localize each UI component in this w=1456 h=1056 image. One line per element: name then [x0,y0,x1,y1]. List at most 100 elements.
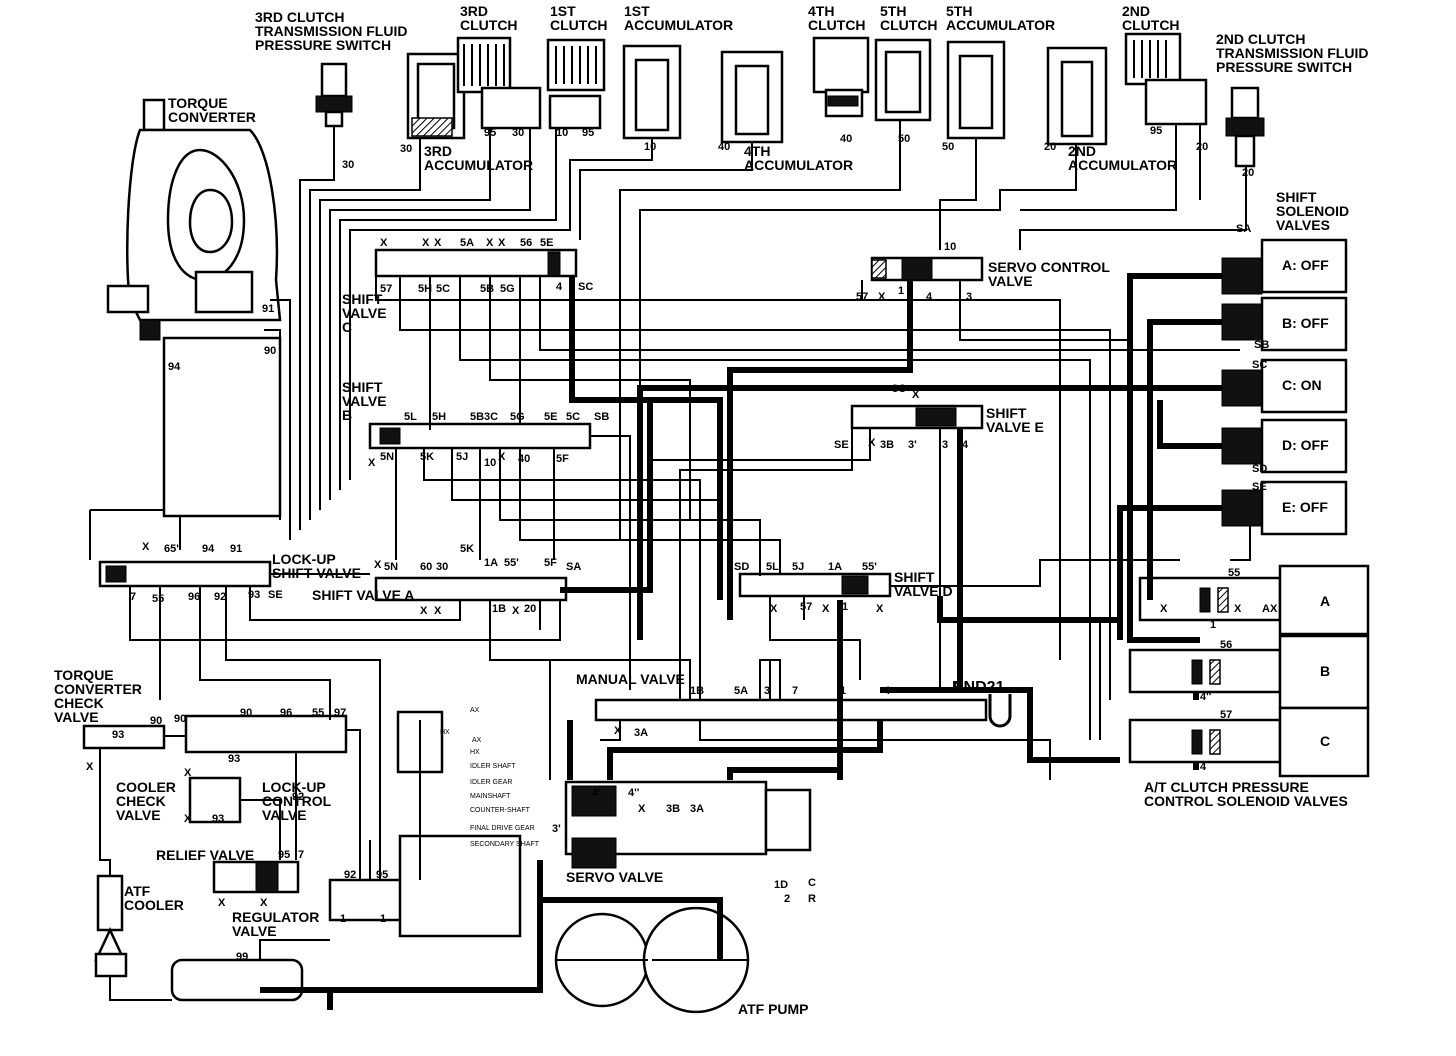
third-clutch-pressure-switch [315,62,353,128]
port-label-shift-valve-b-bot-4: 10 [484,457,496,469]
port-label-servo-control-5: 3 [966,291,972,303]
port-label-manual-1: 5A [734,685,748,697]
port-label-clutch-row-12: 20 [1196,141,1208,153]
shift-valve-d-spool [841,575,869,595]
port-label-lockup-5: 55 [152,593,164,605]
third-clutch [406,36,512,140]
label-second-clutch-switch-3: PRESSURE SWITCH [1216,59,1352,75]
fourth-accumulator [720,50,784,144]
port-label-shift-valve-c-mid-2: 5C [436,283,450,295]
port-label-shift-valve-a-8: SA [566,561,581,573]
svg-text:IDLER SHAFT: IDLER SHAFT [470,763,516,770]
pc-solenoid-c[interactable] [1128,706,1370,778]
pc-solenoid-a-name: A [1320,593,1330,609]
label-pc-solenoids-1: A/T CLUTCH PRESSURE [1144,779,1309,795]
port-label-manual-7: X [614,725,622,737]
port-label-converter-1: 90 [264,345,276,357]
label-pc-solenoids-2: CONTROL SOLENOID VALVES [1144,793,1348,809]
port-label-lower-3: X [86,761,94,773]
shift-valve-c-spring [547,251,561,277]
shift-solenoid-b[interactable] [1221,296,1348,352]
port-label-shift-valve-e-4: 3B [880,439,894,451]
label-shift-valve-c-1: SHIFT [342,291,383,307]
svg-text:AX: AX [472,737,482,744]
shift-solenoid-d[interactable] [1221,418,1348,474]
pc-solenoid-c-name: C [1320,733,1330,749]
port-label-clutch-row-11: 95 [1150,125,1162,137]
solenoid-a-port: SA [1236,223,1251,235]
label-shift-valve-d-1: SHIFT [894,569,935,585]
label-servo-control-2: VALVE [988,273,1033,289]
port-label-shift-valve-e-1: X [912,389,920,401]
port-label-shift-valve-a-7: 5F [544,557,557,569]
port-label-shift-valve-d-2: 5J [792,561,804,573]
port-label-lower-5: 96 [280,707,292,719]
port-label-shift-valve-b-top-5: 5E [544,411,557,423]
shift-valve-c-body [374,248,578,278]
pc-solenoid-b-name: B [1320,663,1330,679]
label-cooler-check-1: COOLER [116,779,176,795]
solenoid-a-state: A: OFF [1282,257,1329,273]
label-shift-valve-c-3: C [342,319,352,335]
port-label-shift-valve-b-bot-2: 5K [420,451,434,463]
port-label-shift-valve-b-top-6: 5C [566,411,580,423]
label-lockup-shift-2: SHIFT VALVE [272,565,361,581]
label-shift-solenoid-3: VALVES [1276,217,1330,233]
port-label-shift-valve-b-top-1: 5H [432,411,446,423]
shift-solenoid-e[interactable] [1221,480,1348,536]
port-label-shift-valve-a-6: 55' [504,557,519,569]
label-third-accumulator-2: ACCUMULATOR [424,157,533,173]
port-label-servo-control-0: 10 [944,241,956,253]
label-lockup-control-3: VALVE [262,807,307,823]
port-label-servo-3: 3B [666,803,680,815]
second-clutch [1124,32,1208,126]
label-first-accumulator-1: 1ST [624,3,650,19]
label-fourth-clutch-1: 4TH [808,3,834,19]
port-label-lower-12: 93 [212,813,224,825]
solenoid-d-state: D: OFF [1282,437,1329,453]
port-label-shift-valve-d-5: X [770,603,778,615]
port-label-shift-valve-b-bot-1: 5N [380,451,394,463]
label-second-clutch-1: 2ND [1122,3,1150,19]
label-second-clutch-2: CLUTCH [1122,17,1180,33]
port-label-lower-8: X [184,767,192,779]
port-label-clutch-row-1: 95 [484,127,496,139]
port-label-shift-valve-a-0: X [374,559,382,571]
shift-solenoid-a[interactable] [1221,238,1348,295]
label-regulator-1: REGULATOR [232,909,319,925]
port-label-servo-8: C [808,877,816,889]
shift-solenoid-c[interactable] [1221,358,1348,414]
port-label-converter-0: 91 [262,303,274,315]
label-third-clutch-2: CLUTCH [460,17,518,33]
port-label-shift-valve-c-top-7: 5E [540,237,553,249]
pc-solenoid-b[interactable] [1128,634,1370,710]
pc-solenoid-a[interactable] [1138,564,1370,636]
solenoid-e-state: E: OFF [1282,499,1328,515]
second-accumulator [1046,46,1108,146]
second-clutch-pressure-switch [1225,86,1265,168]
port-label-servo-5: 3' [552,823,561,835]
port-label-manual-8: 3A [634,727,648,739]
port-label-lockup-1: 65' [164,543,179,555]
port-label-lower-19: X [218,897,226,909]
label-atf-pump: ATF PUMP [738,1001,809,1017]
pc-solenoid-c-port: 57 [1220,709,1232,721]
port-label-shift-valve-c-mid-4: 5G [500,283,515,295]
solenoid-b-port: SB [1254,339,1269,351]
port-label-lockup-9: SE [268,589,283,601]
svg-text:FINAL DRIVE GEAR: FINAL DRIVE GEAR [470,825,535,832]
svg-text:IDLER GEAR: IDLER GEAR [470,779,512,786]
port-label-lower-1: 90 [174,713,186,725]
manual-detent [988,694,1012,728]
label-lockup-control-2: CONTROL [262,793,332,809]
port-label-lower-11: 92 [292,791,304,803]
port-label-shift-valve-e-7: 4 [962,439,969,451]
port-label-shift-valve-c-top-4: X [486,237,494,249]
port-label-shift-valve-b-top-2: 5B [470,411,484,423]
label-atf-cooler-2: COOLER [124,897,184,913]
port-label-shift-valve-e-6: 3 [942,439,948,451]
port-label-pc-0: X [1160,603,1168,615]
first-clutch [480,38,606,130]
port-label-servo-1: 4'' [628,787,640,799]
